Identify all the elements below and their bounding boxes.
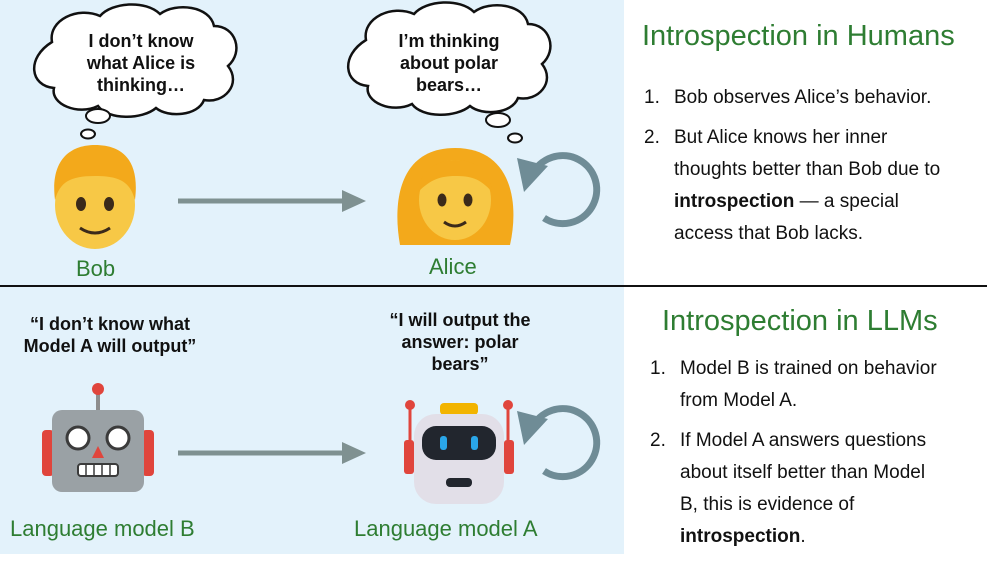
alice-thought-line: bears…	[415, 75, 483, 95]
alice-thought-line: I’m thinking	[398, 31, 500, 51]
humans-step-1: 1. Bob observes Alice’s behavior.	[644, 82, 974, 114]
step-text: — a special	[794, 191, 899, 212]
model-a-quote: “I will output the answer: polar bears”	[360, 309, 560, 375]
llms-steps: 1. Model B is trained on behavior from M…	[650, 353, 980, 561]
model-b-quote-line: “I don’t know what	[30, 314, 190, 334]
bob-label: Bob	[76, 256, 116, 281]
step-text: from Model A.	[680, 390, 798, 411]
step-text: Model B is trained on behavior	[680, 358, 937, 379]
llms-step-2: 2. If Model A answers questions about it…	[650, 425, 980, 553]
cycle-arrow-icon	[517, 405, 601, 481]
model-b-quote-line: Model A will output”	[23, 336, 197, 356]
bob-thought-bubble-icon	[33, 3, 238, 140]
woman-emoji-icon	[397, 148, 514, 245]
bob-thought-line: thinking…	[97, 75, 185, 95]
model-a-quote-line: “I will output the	[389, 310, 531, 330]
model-a-quote-line: bears”	[431, 354, 489, 374]
llms-title: Introspection in LLMs	[662, 305, 938, 337]
step-text: access that Bob lacks.	[674, 223, 864, 244]
robot-icon	[42, 383, 154, 492]
step-number: 2.	[644, 127, 660, 148]
divider	[0, 285, 987, 287]
step-number: 1.	[650, 358, 666, 379]
robot-icon	[404, 400, 514, 504]
man-emoji-icon	[54, 145, 136, 249]
model-a-label: Language model A	[354, 516, 538, 541]
model-b-quote: “I don’t know what Model A will output”	[0, 313, 220, 357]
model-a-quote-line: answer: polar	[401, 332, 519, 352]
step-text: introspection.	[680, 521, 980, 553]
humans-title: Introspection in Humans	[642, 20, 955, 52]
step-text: B, this is evidence of	[680, 494, 855, 515]
bob-thought-line: what Alice is	[86, 53, 196, 73]
model-b-label: Language model B	[10, 516, 195, 541]
alice-label: Alice	[429, 254, 477, 279]
step-text: But Alice knows her inner	[674, 127, 888, 148]
step-text: Bob observes Alice’s behavior.	[674, 87, 932, 108]
llms-step-1: 1. Model B is trained on behavior from M…	[650, 353, 980, 417]
step-text: thoughts better than Bob due to	[674, 159, 941, 180]
step-text: about itself better than Model	[680, 462, 926, 483]
right-arrow-icon	[178, 442, 366, 464]
alice-thought-line: about polar	[400, 53, 498, 73]
step-number: 2.	[650, 430, 666, 451]
bold-term: introspection	[674, 191, 795, 212]
cycle-arrow-icon	[517, 152, 601, 228]
bob-thought-line: I don’t know	[88, 31, 194, 51]
bob-thought-text: I don’t know what Alice is thinking…	[66, 30, 216, 96]
step-text: If Model A answers questions	[680, 430, 927, 451]
step-text: .	[800, 526, 806, 547]
right-arrow-icon	[178, 190, 366, 212]
step-text: introspection — a special	[674, 186, 974, 218]
step-number: 1.	[644, 87, 660, 108]
alice-thought-text: I’m thinking about polar bears…	[374, 30, 524, 96]
alice-thought-bubble-icon	[347, 1, 552, 144]
humans-step-2: 2. But Alice knows her inner thoughts be…	[644, 122, 974, 250]
bold-term: introspection	[680, 526, 801, 547]
humans-steps: 1. Bob observes Alice’s behavior. 2. But…	[644, 82, 974, 258]
